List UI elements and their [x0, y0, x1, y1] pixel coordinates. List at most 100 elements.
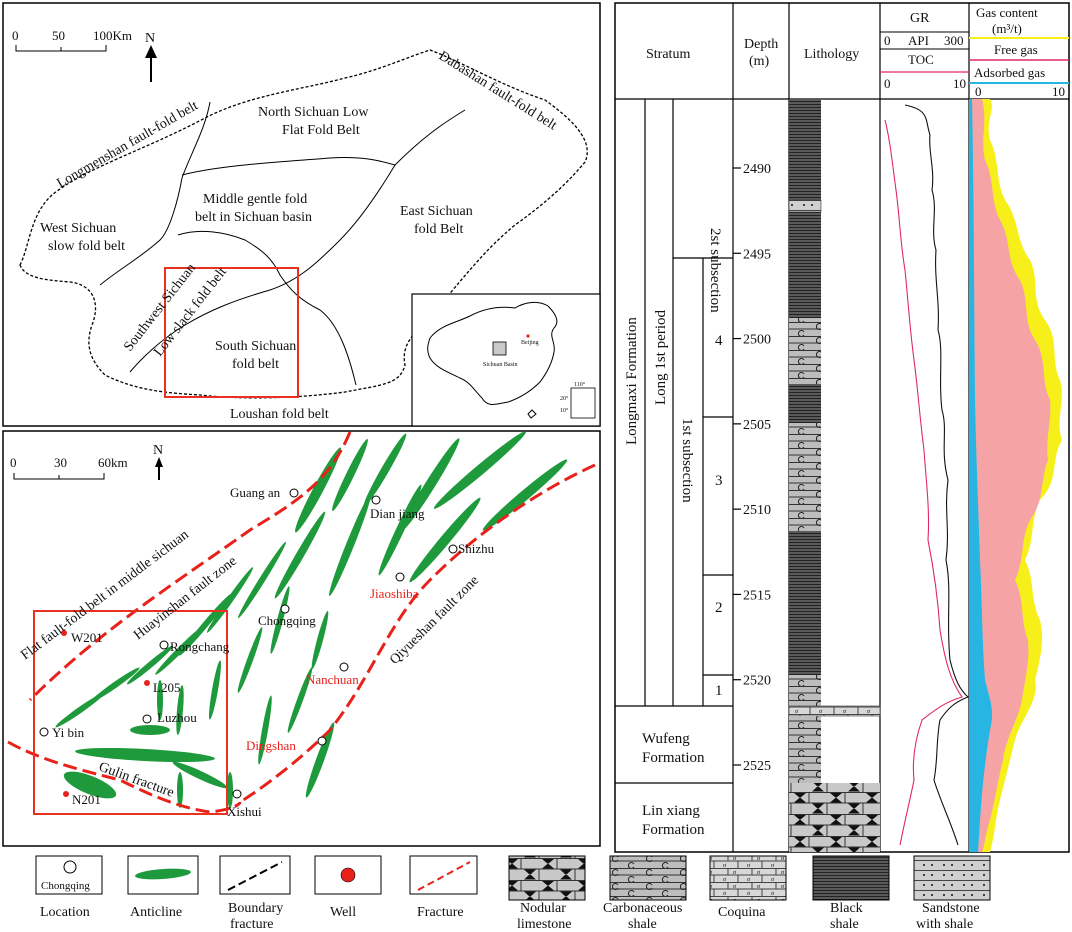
svg-text:N201: N201	[72, 792, 101, 807]
svg-text:Adsorbed gas: Adsorbed gas	[974, 65, 1045, 80]
svg-text:API: API	[908, 33, 929, 48]
city-yi-bin: Yi bin	[39, 725, 85, 740]
label-wufeng: Wufeng	[642, 731, 690, 747]
label-long-1st: Long 1st period	[653, 310, 669, 405]
svg-text:Shizhu: Shizhu	[458, 541, 495, 556]
layer-2: 2	[715, 600, 723, 616]
label-1st-subsection: 1st subsection	[679, 418, 695, 503]
legend-well: Well	[314, 855, 382, 920]
gr-log-curve	[904, 104, 970, 846]
map-structural-zones: 0 50 100Km N Longmenshan fault-fold belt…	[2, 2, 601, 427]
city-chongqing: Chongqing	[258, 604, 316, 628]
free-gas-area	[969, 99, 1051, 852]
city-rongchang: Rongchang	[159, 639, 230, 654]
scale-bar: 0 50 100Km	[12, 28, 132, 52]
well-n201: N201	[63, 791, 101, 807]
label-south-sichuan: South Sichuan	[215, 339, 296, 354]
svg-text:Dingshan: Dingshan	[246, 738, 296, 753]
column-headers: Stratum Depth (m) Lithology GR 0 API 300…	[646, 5, 1069, 99]
wells: W201 L205 N201	[61, 630, 180, 807]
svg-text:Chongqing: Chongqing	[258, 613, 316, 628]
svg-text:Gas content: Gas content	[976, 5, 1038, 20]
depth-label: 2505	[743, 418, 771, 433]
svg-text:TOC: TOC	[908, 52, 934, 67]
stratigraphic-column: Stratum Depth (m) Lithology GR 0 API 300…	[614, 2, 1070, 853]
label-west-sichuan-2: slow fold belt	[48, 239, 125, 254]
legend: Chongqing Location Anticline Boundary fr…	[35, 855, 991, 932]
svg-text:Formation: Formation	[642, 822, 705, 838]
svg-text:Nanchuan: Nanchuan	[306, 672, 359, 687]
svg-text:shale: shale	[830, 917, 859, 932]
legend-black-shale: Black shale	[812, 855, 890, 932]
north-arrow-icon-2: N	[153, 443, 163, 480]
svg-text:N: N	[153, 443, 163, 458]
svg-text:10°: 10°	[560, 407, 569, 414]
city-dingshan: Dingshan	[246, 736, 327, 753]
study-area-frame-2	[33, 610, 228, 815]
legend-location: Chongqing Location	[35, 855, 103, 920]
city-luzhou: Luzhou	[142, 710, 197, 725]
study-area-frame	[164, 267, 299, 398]
svg-text:0: 0	[884, 76, 891, 91]
label-north-sichuan: North Sichuan Low	[258, 105, 369, 120]
depth-label: 2515	[743, 588, 771, 603]
city-xishui: Xishui	[227, 789, 262, 819]
label-east-sichuan-2: fold Belt	[414, 222, 463, 237]
depth-label: 2500	[743, 333, 771, 348]
label-middle-gentle: Middle gentle fold	[203, 192, 307, 207]
svg-text:Black: Black	[830, 901, 863, 916]
city-nanchuan: Nanchuan	[306, 662, 359, 687]
svg-text:20°: 20°	[560, 395, 569, 402]
svg-text:Well: Well	[330, 905, 356, 920]
svg-text:Depth: Depth	[744, 37, 778, 52]
scale-label-0: 0	[12, 28, 19, 43]
city-shizhu: Shizhu	[448, 541, 495, 556]
gas-content-log	[969, 99, 1062, 852]
svg-text:Yi bin: Yi bin	[52, 725, 85, 740]
svg-text:Carbonaceous: Carbonaceous	[603, 901, 682, 916]
inset-sichuan-basin: Sichuan Basin	[483, 362, 518, 368]
city-dian-jiang: Dian jiang	[370, 495, 425, 521]
svg-text:Chongqing: Chongqing	[41, 880, 90, 892]
depth-label: 2520	[743, 674, 771, 689]
svg-text:fracture: fracture	[230, 917, 274, 932]
lithology-column	[788, 99, 881, 852]
svg-text:shale: shale	[628, 917, 657, 932]
scale-label-100: 100Km	[93, 28, 132, 43]
depth-label: 2525	[743, 759, 771, 774]
formation-labels: Longmaxi Formation Long 1st period 2st s…	[624, 228, 723, 838]
svg-text:0: 0	[10, 455, 17, 470]
china-inset-map: Beijing Sichuan Basin 110° 20° 10°	[411, 293, 601, 427]
svg-text:Nodular: Nodular	[520, 901, 566, 916]
fractures	[7, 431, 596, 814]
svg-text:Stratum: Stratum	[646, 47, 690, 62]
cities: Guang an Dian jiang Shizhu Jiaoshiba Cho…	[39, 485, 495, 819]
adsorbed-gas-area	[969, 99, 993, 852]
legend-nodular-limestone: Nodular limestone	[508, 855, 586, 932]
layer-4: 4	[715, 333, 723, 349]
svg-text:limestone: limestone	[517, 917, 571, 932]
label-north-sichuan-2: Flat Fold Belt	[282, 123, 360, 138]
svg-text:L205: L205	[153, 680, 180, 695]
label-loushan: Loushan fold belt	[230, 407, 329, 422]
label-west-sichuan: West Sichuan	[40, 221, 116, 236]
well-w201: W201	[61, 630, 103, 645]
svg-text:30: 30	[54, 455, 67, 470]
toc-log-curve	[884, 119, 963, 846]
svg-text:0: 0	[975, 84, 982, 99]
svg-text:0: 0	[884, 33, 891, 48]
basin-boundary	[19, 49, 588, 399]
scale-bar-2: 0 30 60km	[10, 455, 128, 480]
svg-text:10: 10	[953, 76, 966, 91]
svg-text:110°: 110°	[574, 381, 586, 388]
svg-text:Xishui: Xishui	[227, 804, 262, 819]
svg-text:Luzhou: Luzhou	[157, 710, 197, 725]
svg-text:N: N	[145, 31, 155, 46]
depth-label: 2490	[743, 162, 771, 177]
svg-text:(m): (m)	[749, 54, 770, 69]
svg-text:10: 10	[1052, 84, 1065, 99]
label-east-sichuan: East Sichuan	[400, 204, 473, 219]
label-2st-subsection: 2st subsection	[707, 228, 723, 313]
anticlines	[55, 431, 568, 808]
